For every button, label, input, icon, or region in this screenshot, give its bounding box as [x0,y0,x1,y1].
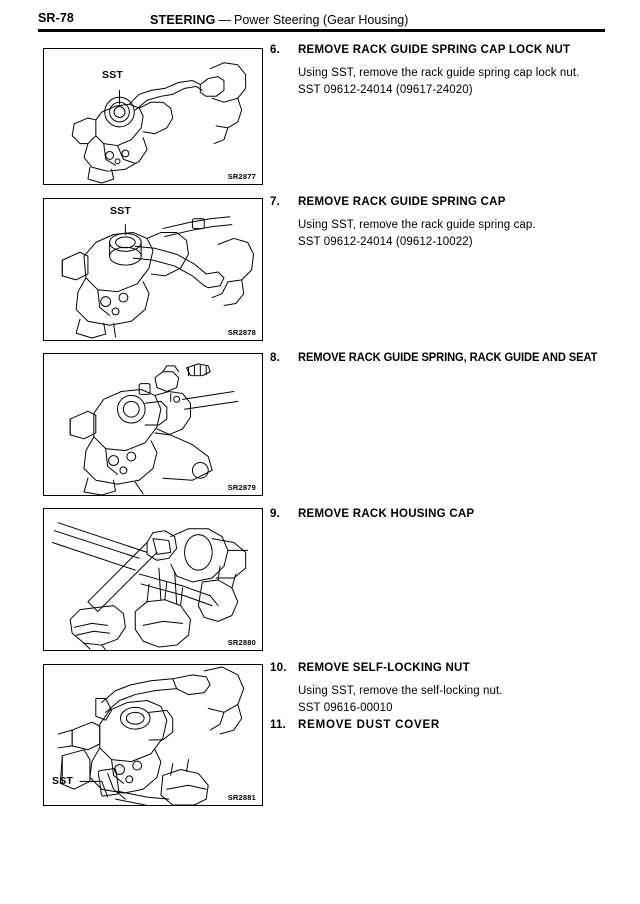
step-10-number: 10. [270,662,287,674]
figure-sr2880-illustration [51,522,249,650]
page-title-section: STEERING [150,13,216,27]
figure-sr2878-label-sst: SST [110,205,132,217]
step-7-heading: 7. REMOVE RACK GUIDE SPRING CAP [270,196,632,211]
figure-sr2878: SST SR2878 [43,198,263,341]
step-7-body: Using SST, remove the rack guide spring … [298,211,632,251]
figure-sr2880: SR2880 [43,508,263,651]
figure-sr2877-id: SR2877 [227,172,256,181]
step-6-body: Using SST, remove the rack guide spring … [298,59,632,99]
figure-sr2880-id: SR2880 [227,638,256,647]
step-7-number: 7. [270,196,280,208]
figure-sr2877: SST SR2877 [43,48,263,185]
step-6-title: REMOVE RACK GUIDE SPRING CAP LOCK NUT [298,44,571,56]
step-9: 9. REMOVE RACK HOUSING CAP [270,508,632,523]
step-6-number: 6. [270,44,280,56]
figure-sr2881-id: SR2881 [227,793,256,802]
step-7: 7. REMOVE RACK GUIDE SPRING CAP Using SS… [270,196,632,251]
figure-sr2877-label-sst: SST [102,69,124,81]
step-10-title: REMOVE SELF-LOCKING NUT [298,662,470,674]
figure-sr2881-illustration [57,666,245,805]
step-10-line-1: Using SST, remove the self-locking nut. [298,685,503,697]
step-10-line-2: SST 09616-00010 [298,702,393,714]
step-7-line-2: SST 09612-24014 (09612-10022) [298,236,473,248]
step-7-title: REMOVE RACK GUIDE SPRING CAP [298,196,506,208]
step-11-number: 11. [270,719,286,731]
step-8-heading: 8. REMOVE RACK GUIDE SPRING, RACK GUIDE … [270,352,632,367]
step-9-heading: 9. REMOVE RACK HOUSING CAP [270,508,632,523]
page-header: SR-78 STEERING—Power Steering (Gear Hous… [0,0,640,34]
figure-sr2877-illustration [71,62,247,184]
step-6: 6. REMOVE RACK GUIDE SPRING CAP LOCK NUT… [270,44,632,99]
step-10-body: Using SST, remove the self-locking nut. … [298,677,632,717]
page-number: SR-78 [38,11,74,25]
step-9-number: 9. [270,508,280,520]
page-title: STEERING—Power Steering (Gear Housing) [150,11,530,29]
step-11: 11. REMOVE DUST COVER [270,719,632,734]
figure-sr2878-illustration [61,216,255,339]
step-6-line-1: Using SST, remove the rack guide spring … [298,67,580,79]
step-8-title: REMOVE RACK GUIDE SPRING, RACK GUIDE AND… [298,352,598,364]
figure-sr2881: SST SR2881 [43,664,263,806]
step-9-title: REMOVE RACK HOUSING CAP [298,508,475,520]
figure-sr2881-label-sst: SST [52,775,74,787]
step-6-line-2: SST 09612-24014 (09617-24020) [298,84,473,96]
step-8: 8. REMOVE RACK GUIDE SPRING, RACK GUIDE … [270,352,632,367]
step-10: 10. REMOVE SELF-LOCKING NUT Using SST, r… [270,662,632,717]
figure-sr2878-id: SR2878 [227,328,256,337]
step-6-heading: 6. REMOVE RACK GUIDE SPRING CAP LOCK NUT [270,44,632,59]
step-8-number: 8. [270,352,280,364]
figure-sr2879-id: SR2879 [227,483,256,492]
step-11-title: REMOVE DUST COVER [298,719,441,731]
figure-sr2879-illustration [69,363,239,495]
page-title-subsection: Power Steering (Gear Housing) [234,13,409,27]
page-title-separator: — [218,13,232,27]
header-divider [38,29,605,32]
step-7-line-1: Using SST, remove the rack guide spring … [298,219,536,231]
step-10-heading: 10. REMOVE SELF-LOCKING NUT [270,662,632,677]
figure-sr2879: SR2879 [43,353,263,496]
step-11-heading: 11. REMOVE DUST COVER [270,719,632,734]
